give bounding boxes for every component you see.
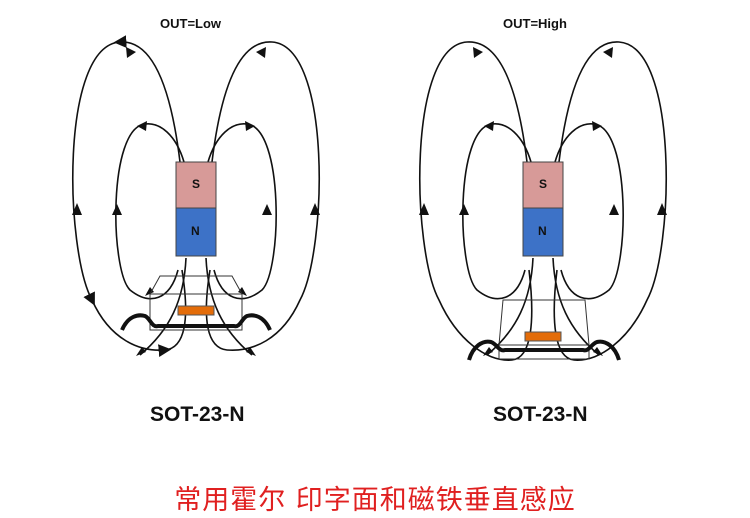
field-line-inner-left — [115, 123, 185, 300]
panel-out-low: OUT=Low S N SOT-23-N — [0, 0, 375, 460]
sensor-package-right — [467, 299, 621, 361]
field-line-outer-left — [419, 41, 533, 361]
output-label-left: OUT=Low — [160, 16, 222, 31]
caption: 常用霍尔 印字面和磁铁垂直感应 — [174, 485, 576, 516]
field-line-inner-right — [554, 123, 624, 300]
magnet-s-pole-left — [175, 161, 217, 209]
pole-label-s-right: S — [539, 177, 548, 191]
magnet-s-pole-right — [522, 161, 564, 209]
field-line-inner-left — [462, 123, 532, 300]
pole-label-n-left: N — [191, 224, 200, 238]
package-label-right: SOT-23-N — [493, 403, 588, 426]
magnet-n-pole-left — [175, 207, 217, 257]
field-line-outer-left — [72, 35, 187, 357]
field-line-inner-right — [207, 123, 277, 300]
field-line-outer-right — [205, 41, 320, 351]
sensor-package-left — [120, 275, 272, 331]
field-lines-right — [419, 41, 667, 361]
pole-label-n-right: N — [538, 224, 547, 238]
panel-out-high: OUT=High S N SOT-23-N — [375, 0, 750, 460]
magnet-n-pole-right — [522, 207, 564, 257]
sensor-die-right — [524, 331, 562, 342]
sensor-die-left — [177, 305, 215, 316]
pole-label-s-left: S — [192, 177, 201, 191]
output-label-right: OUT=High — [503, 16, 567, 31]
package-label-left: SOT-23-N — [150, 403, 245, 426]
field-line-through-right — [205, 257, 253, 356]
field-lines-left — [72, 35, 320, 357]
field-line-outer-right — [553, 41, 667, 361]
field-line-through-left — [139, 257, 187, 356]
